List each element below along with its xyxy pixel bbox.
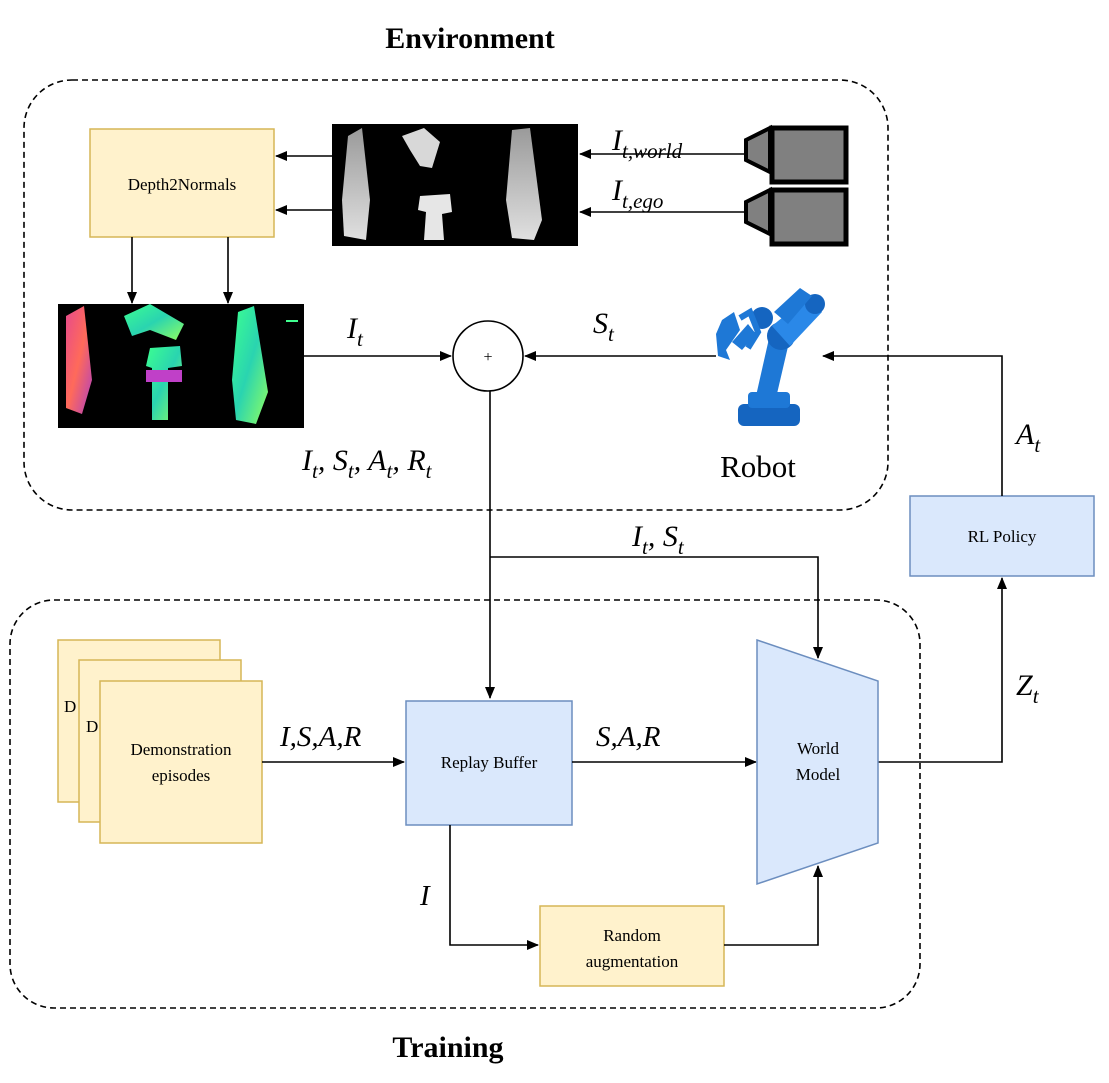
training-title: Training: [392, 1031, 503, 1064]
world-model-box[interactable]: [756, 638, 879, 886]
label-i: I: [419, 880, 431, 912]
rl-policy-label: RL Policy: [968, 527, 1037, 546]
rl-policy-box[interactable]: [909, 495, 1095, 577]
arrow-augmentation-to-world-model: [724, 865, 823, 946]
demo-back-label-a: D: [64, 697, 76, 716]
random-augmentation-label-2: augmentation: [586, 952, 679, 971]
sum-symbol: +: [483, 349, 492, 366]
robot-label: Robot: [720, 449, 796, 484]
replay-buffer-box[interactable]: [405, 700, 573, 826]
label-it-st: It, St: [631, 520, 685, 559]
label-tuple-it-st-at-rt: It, St, At, Rt: [301, 444, 433, 483]
demo-back-label-b: D: [86, 717, 98, 736]
depth2normals-label: Depth2Normals: [128, 175, 237, 194]
arrow-policy-to-robot: [822, 351, 1003, 496]
arrow-sum-to-world-model: [490, 556, 823, 659]
label-i-ego: It,ego: [611, 174, 663, 213]
sum-node: [452, 320, 524, 392]
training-region: [9, 599, 921, 1009]
depth2normals-box[interactable]: [89, 128, 275, 238]
demo-label-2: episodes: [152, 766, 211, 785]
depth-image: [332, 124, 578, 246]
environment-region: [23, 79, 889, 511]
camera-world-icon: [744, 124, 849, 185]
random-augmentation-label-1: Random: [603, 926, 661, 945]
world-model-label-1: World: [797, 739, 840, 758]
label-s-t: St: [593, 307, 615, 346]
environment-title: Environment: [385, 22, 554, 55]
demonstration-stack[interactable]: D D Demonstration episodes: [57, 639, 263, 844]
label-sar: S,A,R: [596, 721, 661, 753]
label-z-t: Zt: [1016, 669, 1040, 708]
label-isar: I,S,A,R: [279, 721, 362, 753]
camera-ego-icon: [744, 186, 849, 247]
random-augmentation-box[interactable]: [539, 905, 725, 987]
robot-arm-icon: [716, 288, 825, 426]
label-i-t: It: [346, 312, 364, 351]
world-model-label-2: Model: [796, 765, 841, 784]
replay-buffer-label: Replay Buffer: [441, 753, 538, 772]
label-i-world: It,world: [611, 124, 683, 163]
arrow-world-model-to-policy: [878, 577, 1007, 763]
arrow-replay-to-augmentation: [449, 825, 539, 950]
demo-label-1: Demonstration: [130, 740, 232, 759]
normals-image: [58, 304, 304, 428]
label-a-t: At: [1014, 418, 1041, 457]
